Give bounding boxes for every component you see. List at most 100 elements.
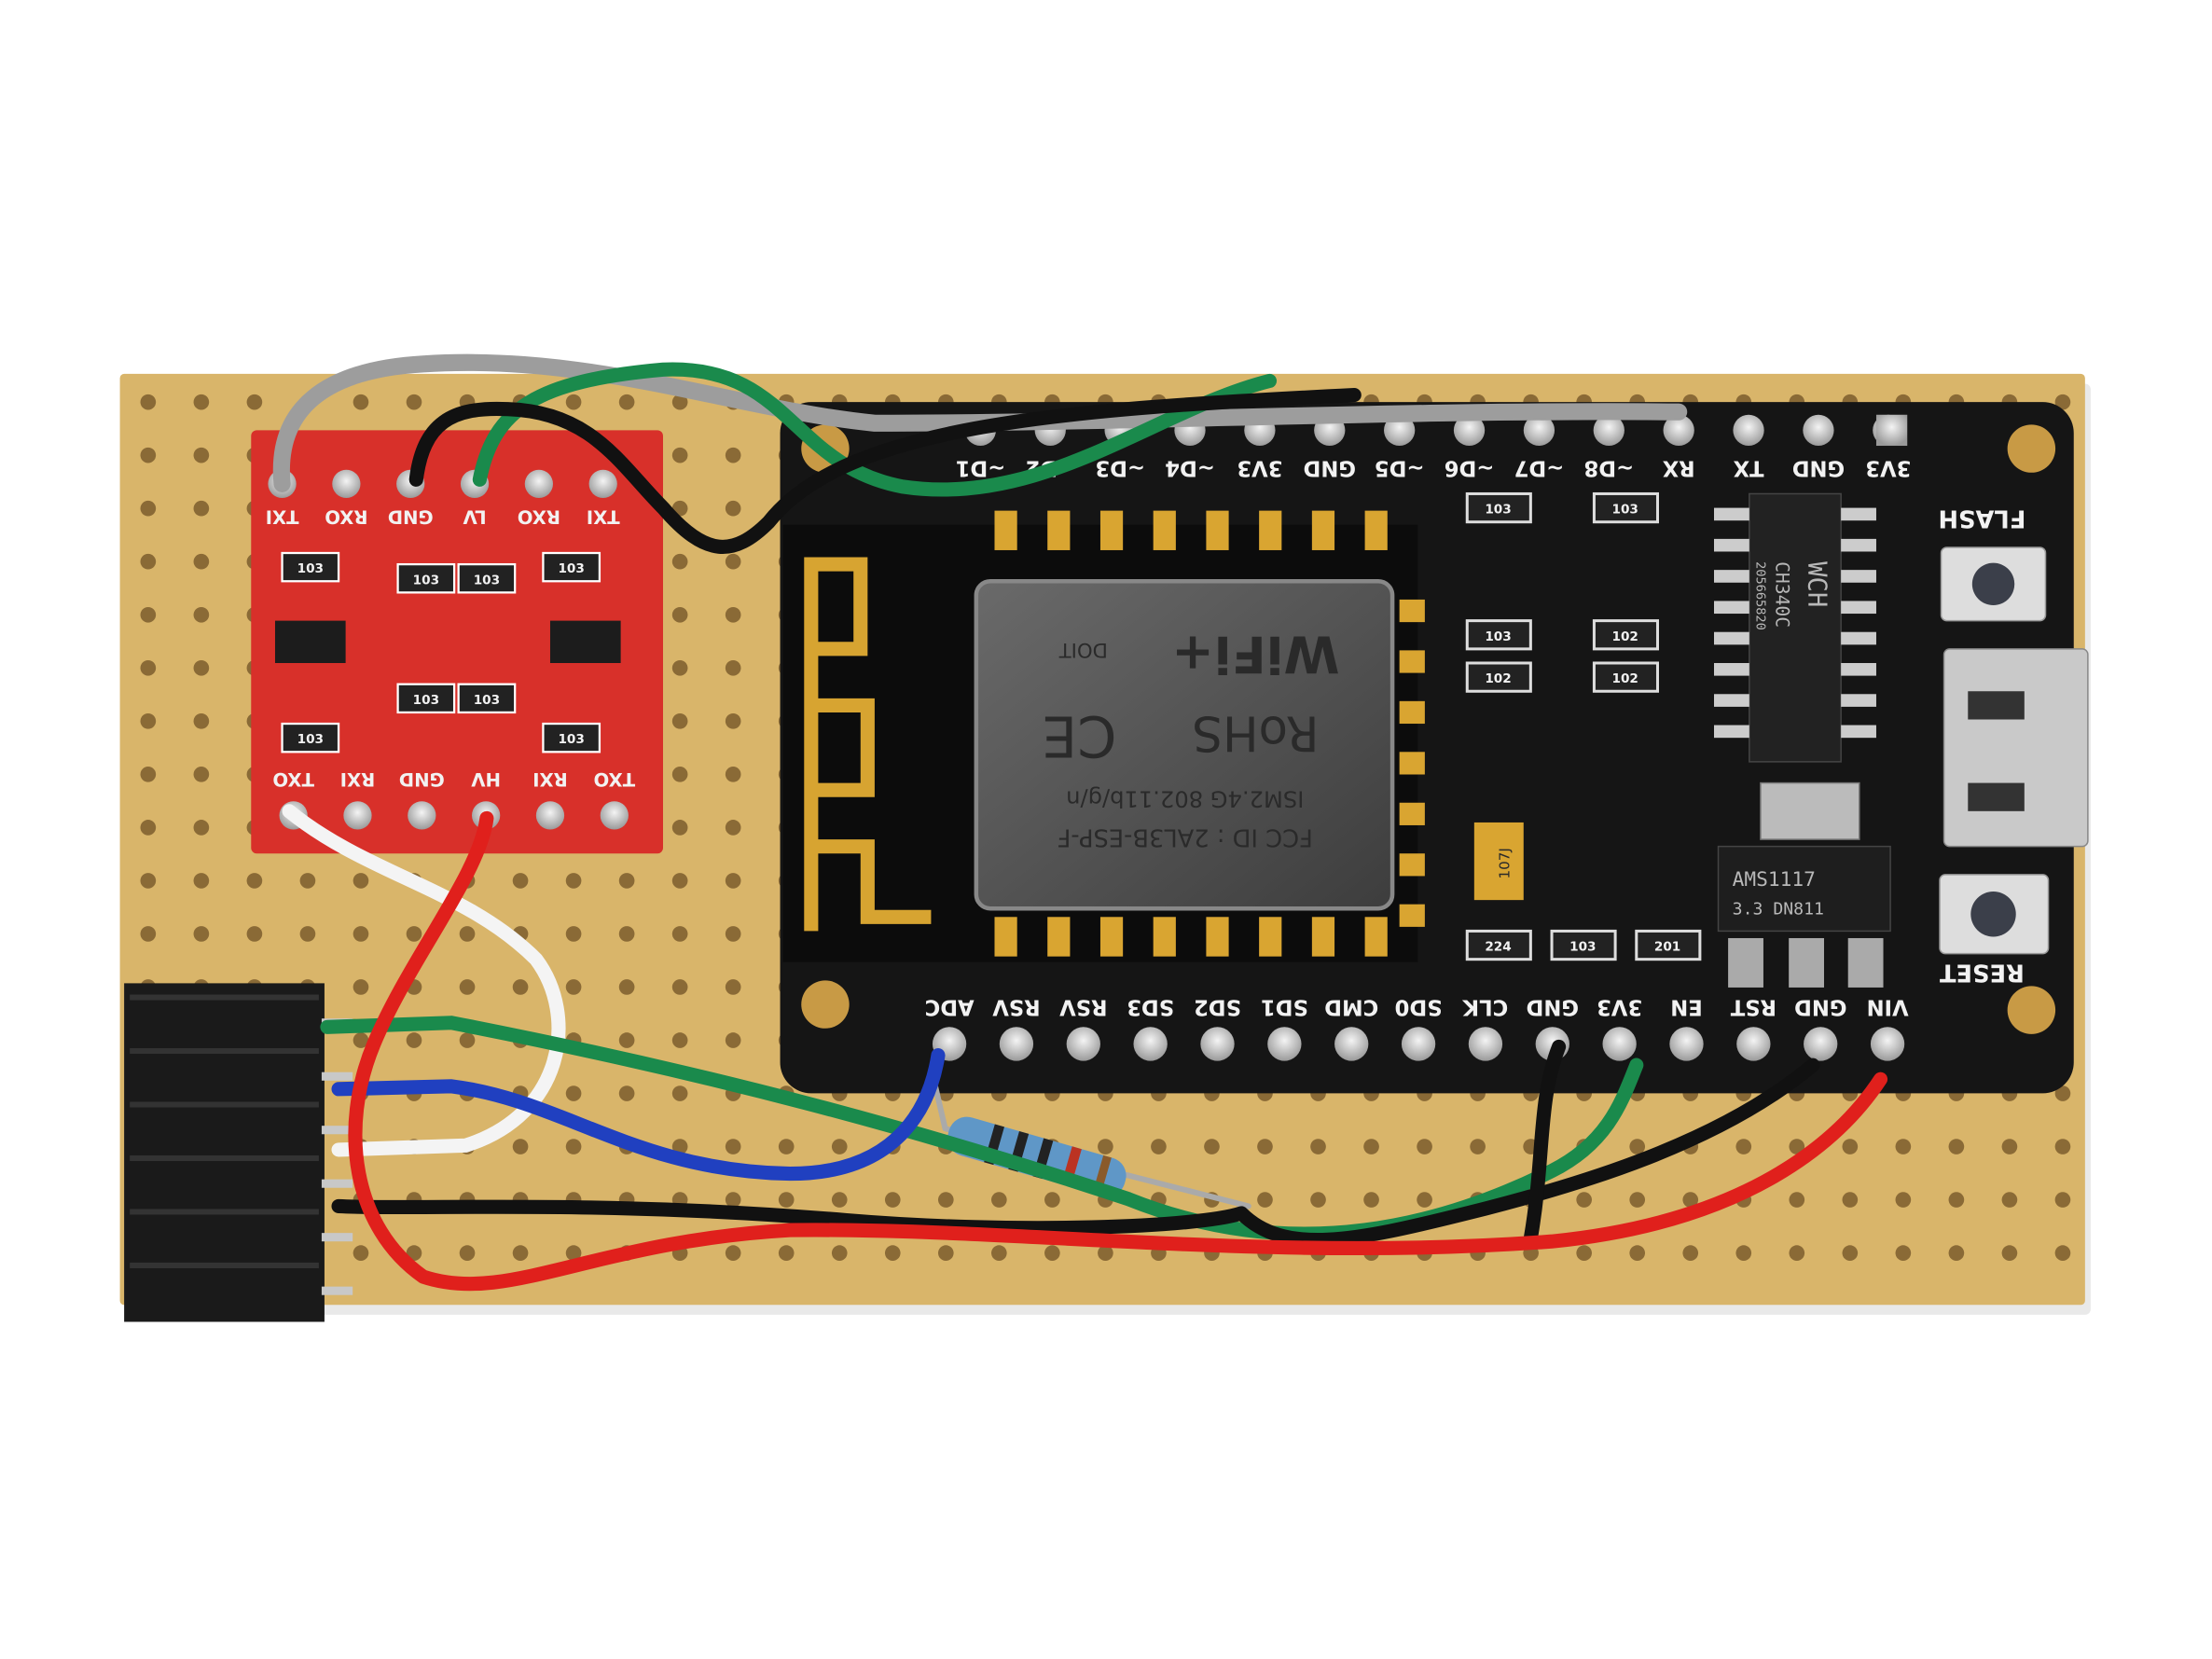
stripboard-hole — [1682, 1192, 1699, 1208]
stripboard-hole — [140, 713, 157, 729]
flash-button[interactable] — [1940, 546, 2047, 622]
smd-resistor-code: 102 — [1485, 671, 1511, 686]
pin-label: ~D3 — [1095, 456, 1145, 480]
reset-button[interactable] — [1939, 874, 2050, 955]
wire-red — [348, 810, 1888, 1292]
rohs-text: RoHS — [1192, 704, 1319, 760]
pin-label: ~D7 — [1514, 456, 1565, 480]
pin-label: SD3 — [1127, 995, 1174, 1019]
smd-resistor — [542, 722, 601, 753]
smd-resistor-code: 103 — [1569, 940, 1596, 955]
reset-label: RESET — [1939, 959, 2024, 987]
pin-label: 3V3 — [1597, 995, 1642, 1019]
stripboard-hole — [565, 926, 582, 942]
stripboard-hole — [1470, 1139, 1486, 1154]
pin-pad — [1334, 1027, 1369, 1061]
stripboard-hole — [140, 926, 157, 942]
smd-resistor-code: 103 — [297, 561, 324, 576]
stripboard-hole — [671, 926, 688, 942]
stripboard-hole — [1842, 1245, 1859, 1261]
stripboard-hole — [193, 767, 210, 782]
header-slot-divider — [130, 994, 319, 1001]
stripboard-hole — [512, 979, 529, 995]
stripboard-hole — [140, 873, 157, 889]
stripboard-hole — [193, 500, 210, 517]
stripboard-hole — [671, 606, 688, 623]
stripboard-hole — [725, 1032, 741, 1048]
stripboard-hole — [618, 394, 635, 410]
pin-pad — [1468, 1027, 1503, 1061]
pin-label: GND — [388, 506, 434, 528]
smd-resistor-code: 224 — [1485, 940, 1511, 955]
chip-leg — [1841, 631, 1876, 645]
pin-label: RXI — [340, 768, 376, 790]
smd-resistor — [1465, 929, 1532, 961]
pin-pad — [1593, 414, 1624, 447]
stripboard-hole — [353, 979, 369, 995]
stripboard-hole — [2001, 1192, 2018, 1208]
stripboard-hole — [671, 659, 688, 676]
wire-black — [331, 1058, 1820, 1248]
stripboard-hole — [725, 447, 741, 463]
ch340-maker: WCH — [1802, 561, 1831, 607]
stripboard-hole — [406, 394, 422, 410]
smd-resistor-code: 103 — [474, 573, 500, 588]
header-pin — [321, 1179, 353, 1188]
stripboard-hole — [140, 606, 157, 623]
header-slot-divider — [130, 1209, 319, 1215]
stripboard-hole — [671, 1032, 688, 1048]
smd-resistor-code: 103 — [297, 732, 324, 747]
ch340-part: CH340C — [1772, 561, 1793, 628]
pin-pad — [1133, 1027, 1168, 1061]
wire-gray — [272, 353, 1688, 492]
stripboard-hole — [831, 1139, 848, 1154]
smd-resistor — [396, 562, 456, 594]
stripboard-hole — [459, 926, 476, 942]
stripboard-hole — [1789, 1245, 1805, 1261]
stripboard-hole — [1310, 1192, 1326, 1208]
stripboard-hole — [565, 1245, 582, 1261]
tantalum-capacitor — [1473, 822, 1524, 901]
regulator-part: AMS1117 — [1733, 867, 1816, 891]
chip-leg — [1713, 538, 1749, 552]
stripboard-hole — [459, 979, 476, 995]
stripboard-hole — [2054, 1139, 2071, 1154]
stripboard-hole — [671, 553, 688, 570]
pin-label: GND — [1792, 456, 1845, 480]
esp-shield — [974, 578, 1395, 911]
pin-label: GND — [399, 768, 445, 790]
pin-pad — [1870, 1027, 1905, 1061]
esp-pad — [1399, 599, 1425, 623]
pin-pad — [408, 801, 436, 830]
stripboard-hole — [353, 873, 369, 889]
stripboard-hole — [1895, 1192, 1912, 1208]
smd-resistor — [1592, 619, 1659, 651]
stripboard-hole — [140, 447, 157, 463]
pin-pad — [999, 1027, 1034, 1061]
stripboard-hole — [831, 1245, 848, 1261]
stripboard-hole — [778, 1192, 795, 1208]
smd-resistor-code: 103 — [558, 561, 584, 576]
smd-resistor — [1592, 491, 1659, 524]
stripboard-hole — [353, 926, 369, 942]
stripboard-hole — [1044, 1192, 1060, 1208]
fcc-text: FCC ID : 2AL3B-ESP-F — [1058, 823, 1313, 851]
esp-pad — [1259, 917, 1282, 957]
esp-pad — [1206, 917, 1229, 957]
esp-pad — [1047, 510, 1071, 550]
wire-green-top — [472, 362, 1278, 497]
smd-resistor-code: 103 — [413, 693, 439, 708]
pin-pad — [600, 801, 629, 830]
stripboard-hole — [884, 1192, 901, 1208]
stripboard-hole — [671, 979, 688, 995]
pin-pad — [1663, 414, 1694, 447]
stripboard-hole — [193, 553, 210, 570]
stripboard-hole — [671, 1139, 688, 1154]
esp-pad — [1311, 510, 1335, 550]
stripboard-hole — [671, 447, 688, 463]
usb-port[interactable] — [1942, 648, 2089, 848]
pin-label: GND — [1527, 995, 1579, 1019]
pin-label: TX — [1733, 456, 1763, 480]
